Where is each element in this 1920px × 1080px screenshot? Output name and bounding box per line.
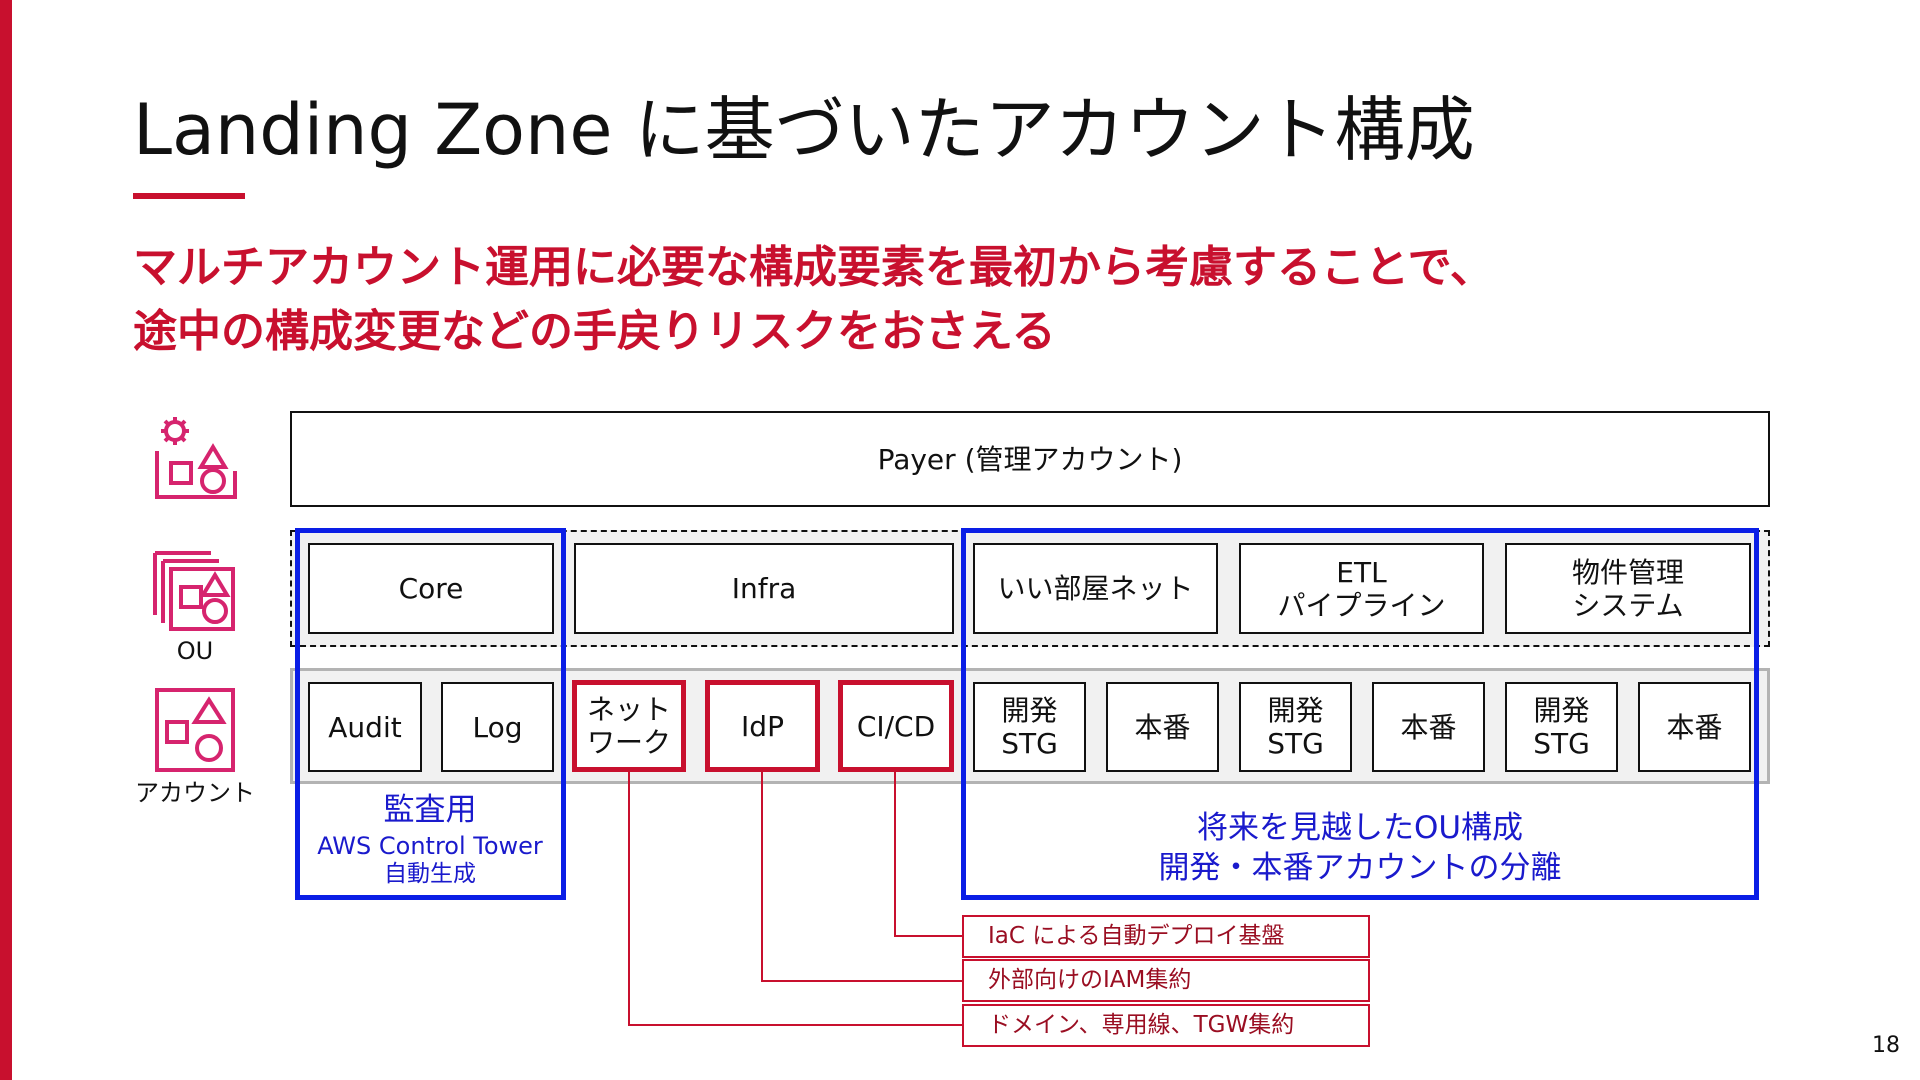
payer-box: Payer (管理アカウント) bbox=[290, 411, 1770, 507]
audit-group-frame bbox=[295, 528, 566, 900]
audit-group-line-3: 自動生成 bbox=[384, 861, 476, 887]
organization-icon bbox=[155, 417, 237, 499]
account-network-label: ネットワーク bbox=[586, 693, 671, 759]
note-idp: 外部向けのIAM集約 bbox=[962, 959, 1370, 1002]
audit-group-line-2: AWS Control Tower bbox=[317, 832, 543, 860]
account-log-label: Log bbox=[472, 710, 523, 744]
account-iiheya-prod: 本番 bbox=[1106, 682, 1219, 772]
account-audit: Audit bbox=[308, 682, 422, 772]
payer-label: Payer (管理アカウント) bbox=[877, 442, 1183, 476]
account-network: ネットワーク bbox=[572, 680, 686, 772]
account-cicd: CI/CD bbox=[838, 680, 954, 772]
page-number: 18 bbox=[1872, 1033, 1900, 1058]
note-cicd: IaC による自動デプロイ基盤 bbox=[962, 915, 1370, 958]
note-network: ドメイン、専用線、TGW集約 bbox=[962, 1004, 1370, 1047]
ou-infra-label: Infra bbox=[731, 572, 797, 605]
future-group-line-2: 開発・本番アカウントの分離 bbox=[1158, 850, 1562, 886]
account-bukken-prod-label: 本番 bbox=[1666, 710, 1723, 744]
future-group-line-1: 将来を見越したOU構成 bbox=[1196, 810, 1524, 846]
ou-bukken-system: 物件管理システム bbox=[1505, 543, 1751, 634]
account-idp: IdP bbox=[705, 680, 820, 772]
account-etl-prod-label: 本番 bbox=[1400, 710, 1457, 744]
account-icon bbox=[155, 688, 235, 772]
account-idp-label: IdP bbox=[741, 709, 784, 743]
ou-core: Core bbox=[308, 543, 554, 634]
connector-idp bbox=[761, 772, 962, 982]
title-underline bbox=[133, 193, 245, 199]
page-title: Landing Zone に基づいたアカウント構成 bbox=[133, 89, 1475, 171]
account-iiheya-prod-label: 本番 bbox=[1134, 710, 1191, 744]
organizational-unit-icon bbox=[153, 551, 235, 631]
future-group-frame bbox=[961, 528, 1759, 900]
account-audit-label: Audit bbox=[328, 710, 402, 744]
audit-group-title: 監査用 bbox=[383, 792, 477, 828]
subtitle-line-1: マルチアカウント運用に必要な構成要素を最初から考慮することで、 bbox=[133, 242, 1494, 293]
account-label: アカウント bbox=[135, 779, 255, 807]
ou-label: OU bbox=[176, 637, 214, 665]
subtitle-line-2: 途中の構成変更などの手戻りリスクをおさえる bbox=[133, 306, 1056, 357]
account-log: Log bbox=[441, 682, 554, 772]
left-accent-bar bbox=[0, 0, 12, 1080]
ou-iiheya-net-label: いい部屋ネット bbox=[997, 572, 1194, 605]
ou-infra: Infra bbox=[574, 543, 954, 634]
connector-network bbox=[628, 772, 962, 1026]
ou-bukken-label: 物件管理システム bbox=[1571, 555, 1684, 622]
account-cicd-label: CI/CD bbox=[856, 709, 936, 743]
ou-iiheya-net: いい部屋ネット bbox=[973, 543, 1218, 634]
account-etl-prod: 本番 bbox=[1372, 682, 1485, 772]
ou-core-label: Core bbox=[398, 572, 464, 605]
connector-cicd bbox=[894, 772, 962, 937]
account-bukken-prod: 本番 bbox=[1638, 682, 1751, 772]
